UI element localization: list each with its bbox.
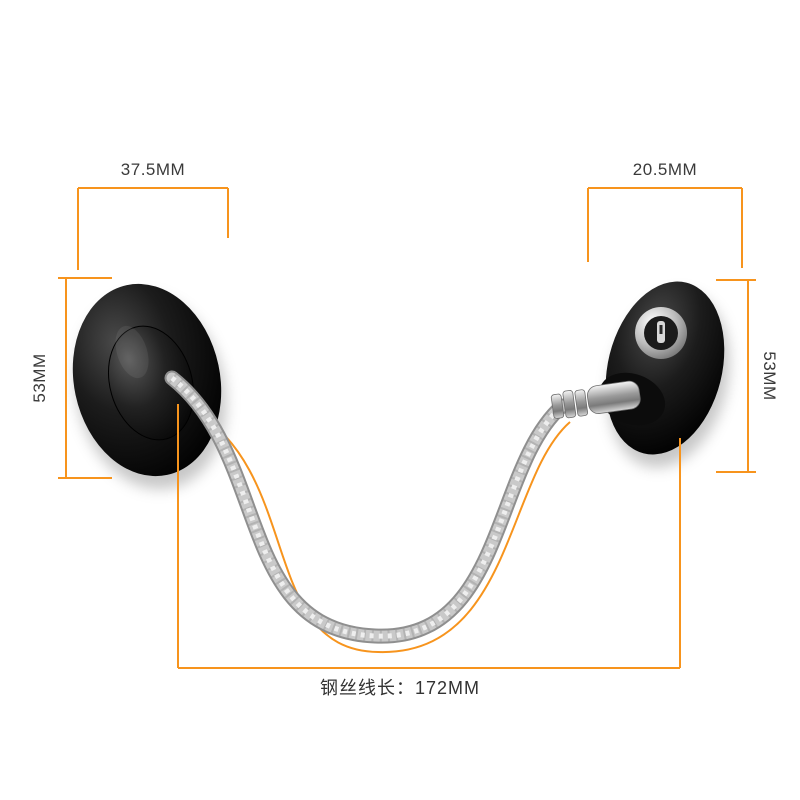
right-lock (598, 281, 730, 468)
dim-right-height (716, 279, 756, 473)
right-lock-body (605, 281, 725, 455)
dim-left-width (77, 187, 229, 270)
label-cable-length: 钢丝线长：172MM (319, 678, 481, 698)
label-right-height: 53MM (760, 351, 779, 401)
cable-ferrule (550, 380, 641, 419)
cable-guide-curve (195, 411, 571, 654)
dim-right-width (587, 187, 743, 268)
label-right-width: 20.5MM (632, 160, 698, 179)
dim-cable-length (177, 404, 681, 669)
steel-cable (164, 370, 570, 644)
left-mount-highlight (115, 325, 149, 379)
dimension-lines (58, 187, 756, 669)
dim-left-height (58, 277, 112, 479)
label-left-height: 53MM (30, 353, 49, 403)
left-mount (72, 283, 227, 490)
left-mount-button (107, 325, 195, 441)
keyhole-icon (635, 307, 687, 359)
label-left-width: 37.5MM (120, 160, 186, 179)
